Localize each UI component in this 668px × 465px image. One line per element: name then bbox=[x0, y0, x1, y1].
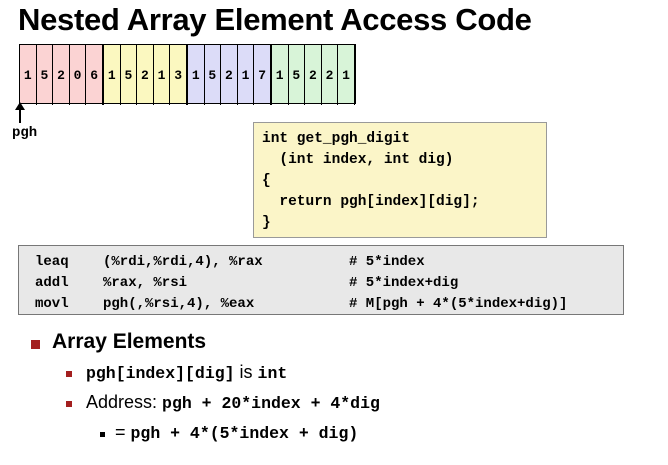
asm-comment: # 5*index bbox=[349, 254, 425, 270]
code-line: return pgh[index][dig]; bbox=[262, 194, 480, 210]
text-span: is bbox=[234, 362, 258, 382]
c-code-box: int get_pgh_digit (int index, int dig) {… bbox=[253, 122, 547, 238]
assembly-row: leaq (%rdi,%rdi,4), %rax # 5*index bbox=[35, 252, 623, 273]
text-span: = bbox=[115, 422, 131, 442]
note-line-3: = pgh + 4*(5*index + dig) bbox=[115, 422, 358, 443]
asm-comment: # M[pgh + 4*(5*index+dig)] bbox=[349, 296, 568, 312]
code-line: { bbox=[262, 173, 271, 189]
array-cell: 5 bbox=[119, 45, 138, 105]
code-span: int bbox=[257, 364, 288, 383]
array-cell: 5 bbox=[287, 45, 306, 105]
array-cell: 1 bbox=[19, 45, 37, 105]
array-cell: 1 bbox=[186, 45, 205, 105]
array-cell: 5 bbox=[35, 45, 54, 105]
asm-opcode: addl bbox=[35, 275, 69, 291]
array-cell: 3 bbox=[169, 45, 187, 105]
array-cell: 2 bbox=[136, 45, 154, 105]
asm-comment: # 5*index+dig bbox=[349, 275, 459, 291]
asm-operands: %rax, %rsi bbox=[103, 275, 188, 291]
note-line-2: Address: pgh + 20*index + 4*dig bbox=[86, 392, 380, 413]
note-line-1: pgh[index][dig] is int bbox=[86, 362, 287, 383]
text-span: Address: bbox=[86, 392, 163, 412]
code-line: (int index, int dig) bbox=[262, 152, 454, 168]
assembly-box: leaq (%rdi,%rdi,4), %rax # 5*index addl … bbox=[18, 245, 624, 315]
sub-sub-bullet-icon bbox=[100, 432, 105, 437]
code-span: pgh + 4*(5*index + dig) bbox=[130, 424, 359, 443]
pointer-arrow bbox=[19, 105, 21, 123]
code-line: int get_pgh_digit bbox=[262, 131, 410, 147]
array-cell: 1 bbox=[236, 45, 255, 105]
array-cell: 2 bbox=[220, 45, 238, 105]
asm-opcode: leaq bbox=[35, 254, 69, 270]
slide-title: Nested Array Element Access Code bbox=[18, 2, 532, 37]
array-cell: 0 bbox=[68, 45, 87, 105]
bullet-square-icon bbox=[31, 340, 40, 349]
array-cell: 1 bbox=[337, 45, 355, 105]
assembly-row: addl %rax, %rsi # 5*index+dig bbox=[35, 273, 623, 294]
code-line: } bbox=[262, 215, 271, 231]
array-cell: 2 bbox=[304, 45, 322, 105]
asm-opcode: movl bbox=[35, 296, 69, 312]
array-cell: 5 bbox=[203, 45, 222, 105]
sub-bullet-icon bbox=[66, 371, 72, 377]
bullet-heading: Array Elements bbox=[52, 330, 207, 353]
assembly-row: movl pgh(,%rsi,4), %eax # M[pgh + 4*(5*i… bbox=[35, 294, 623, 315]
code-span: pgh + 20*index + 4*dig bbox=[162, 394, 380, 413]
array-cell: 7 bbox=[253, 45, 271, 105]
sub-bullet-icon bbox=[66, 401, 72, 407]
array-cell: 6 bbox=[85, 45, 103, 105]
array-cell: 1 bbox=[270, 45, 289, 105]
array-cell: 2 bbox=[320, 45, 339, 105]
pointer-label: pgh bbox=[12, 125, 38, 141]
array-cell: 1 bbox=[152, 45, 171, 105]
array-cell: 2 bbox=[52, 45, 70, 105]
array-cell: 1 bbox=[102, 45, 121, 105]
code-span: pgh[index][dig] bbox=[86, 364, 235, 383]
asm-operands: pgh(,%rsi,4), %eax bbox=[103, 296, 255, 312]
asm-operands: (%rdi,%rdi,4), %rax bbox=[103, 254, 263, 270]
